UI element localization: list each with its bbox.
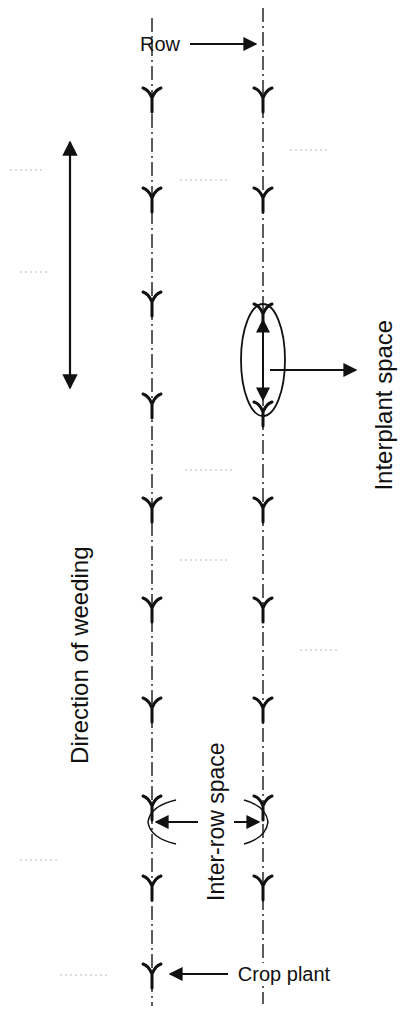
direction-arrow bbox=[69, 142, 71, 388]
crop-plant bbox=[143, 88, 161, 988]
interplant-oval bbox=[241, 304, 285, 416]
field-marks bbox=[10, 150, 340, 975]
leader-arrow bbox=[190, 43, 256, 45]
crop-plant bbox=[254, 88, 272, 900]
bracket bbox=[244, 800, 268, 844]
inter-row-label: Inter-row space bbox=[203, 740, 228, 905]
crop-plant-label: Crop plant bbox=[235, 963, 333, 985]
interplant-label: Interplant space bbox=[371, 317, 397, 494]
row-label: Row bbox=[137, 33, 183, 55]
inter-row-arrow bbox=[156, 821, 198, 823]
direction-label: Direction of weeding bbox=[67, 543, 93, 766]
leader-arrow bbox=[270, 369, 356, 371]
bracket bbox=[148, 800, 176, 844]
interplant-arrow bbox=[262, 320, 264, 400]
leader-arrow bbox=[170, 973, 228, 975]
inter-row-arrow bbox=[234, 821, 259, 823]
